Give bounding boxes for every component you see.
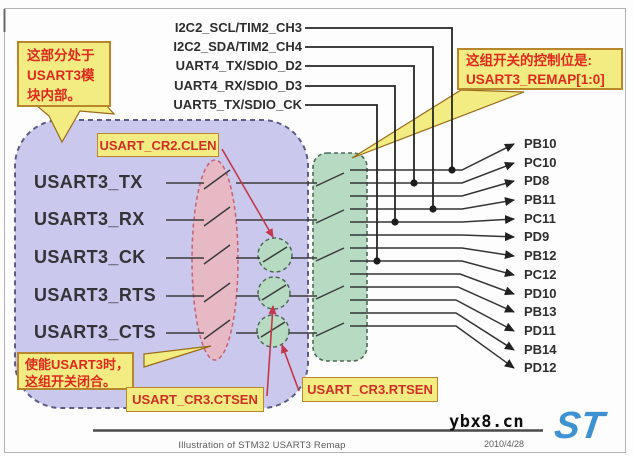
signal-label-rts: USART3_RTS — [34, 285, 157, 305]
pin-label: PB13 — [524, 304, 557, 319]
alt-function-wires — [305, 27, 453, 261]
rx-remap-switch — [315, 209, 345, 224]
footer-caption: Illustration of STM32 USART3 Remap — [178, 440, 346, 451]
ctsen-tag: USART_CR3.CTSEN — [126, 387, 264, 412]
tx-internal-switch — [203, 169, 231, 190]
slide-frame — [3, 8, 626, 453]
clen-pointer-arrow — [221, 148, 274, 238]
rts-remap-switch — [315, 285, 345, 300]
pin-label: PD11 — [524, 323, 556, 338]
ck-gate-switch — [262, 246, 288, 263]
pin-label: PD8 — [524, 173, 550, 188]
red-pointer-arrows — [221, 148, 300, 397]
af-label-uart5-tx: UART5_TX/SDIO_CK — [173, 97, 302, 112]
cts-gate-switch — [260, 321, 286, 338]
enable-note-line2: 这组开关闭合。 — [25, 374, 117, 389]
pin-label: PC12 — [524, 267, 557, 282]
module-note-callout: 这部分处于 USART3模 块内部。 — [17, 41, 111, 107]
footer-date: 2010/4/28 — [483, 439, 524, 449]
enable-note-tail — [143, 345, 212, 368]
cts-gate-circle — [256, 314, 290, 348]
remap-switch-box — [312, 152, 368, 362]
ck-internal-switch — [203, 244, 231, 265]
rtsen-pointer-arrow — [281, 344, 300, 392]
signal-wires — [166, 169, 345, 340]
pin-label: PC11 — [524, 211, 556, 226]
signal-label-cts: USART3_CTS — [34, 322, 157, 342]
af-label-uart4-rx: UART4_RX/SDIO_D3 — [174, 78, 302, 93]
pin-label: PD9 — [524, 229, 550, 244]
signal-label-tx: USART3_TX — [34, 172, 143, 192]
junction-dots — [373, 166, 456, 265]
cts-remap-switch — [315, 322, 345, 337]
rtsen-tag: USART_CR3.RTSEN — [302, 377, 438, 402]
clen-tag: USART_CR2.CLEN — [97, 133, 219, 157]
af-label-i2c2-sda: I2C2_SDA/TIM2_CH4 — [173, 39, 302, 54]
remap-note-callout: 这组开关的控制位是: USART3_REMAP[1:0] — [457, 48, 623, 90]
rts-gate-switch — [261, 284, 287, 301]
pin-label: PB10 — [524, 136, 557, 151]
watermark: ybx8.cn — [449, 412, 525, 432]
module-note-line3: 块内部。 — [27, 88, 81, 103]
module-note-line1: 这部分处于 — [27, 48, 95, 63]
pin-label: PB12 — [524, 248, 557, 263]
tx-remap-switch — [315, 172, 345, 187]
rts-internal-switch — [203, 282, 231, 303]
remap-note-line2: USART3_REMAP[1:0] — [466, 72, 605, 87]
signal-label-rx: USART3_RX — [34, 209, 145, 229]
remap-note-line1: 这组开关的控制位是: — [466, 53, 592, 68]
st-logo: ST — [551, 405, 607, 447]
af-label-uart4-tx: UART4_TX/SDIO_D2 — [175, 58, 302, 73]
internal-switch-ellipse — [191, 159, 239, 361]
signal-label-ck: USART3_CK — [34, 247, 146, 267]
enable-note-line1: 使能USART3时， — [25, 357, 130, 372]
pin-label: PD12 — [524, 360, 557, 375]
af-label-i2c2-scl: I2C2_SCL/TIM2_CH3 — [174, 20, 302, 35]
ck-remap-switch — [315, 247, 345, 262]
pin-label: PD10 — [524, 286, 557, 301]
ctsen-pointer-arrow — [266, 305, 277, 397]
pin-label: PB11 — [524, 192, 556, 207]
rx-internal-switch — [203, 206, 231, 227]
pin-label: PC10 — [524, 155, 557, 170]
cts-internal-switch — [203, 319, 231, 340]
module-note-line2: USART3模 — [27, 68, 95, 83]
enable-note-callout: 使能USART3时， 这组开关闭合。 — [17, 352, 134, 390]
pin-fanout-wires — [350, 143, 515, 369]
pin-label: PB14 — [524, 342, 557, 357]
